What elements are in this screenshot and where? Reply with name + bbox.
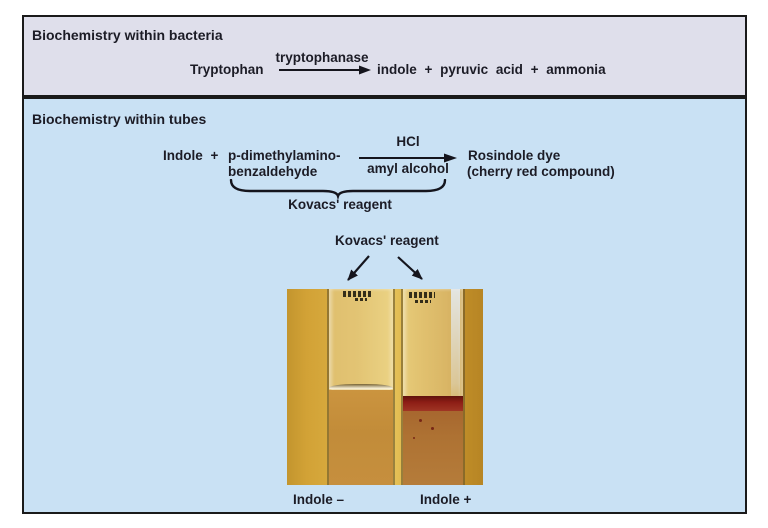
glass-highlight [451, 289, 460, 407]
panel-biochemistry-within-bacteria: Biochemistry within bacteria Tryptophan … [22, 15, 747, 97]
catalyst-amyl-alcohol-label: amyl alcohol [367, 161, 449, 176]
reactant-pdab-line1: p-dimethylamino- [228, 148, 341, 163]
rosindole-dye-ring [403, 396, 463, 411]
reaction-arrow-icon [279, 65, 371, 75]
tube-glass [329, 289, 393, 387]
tube-top-marking [409, 292, 435, 298]
catalyst-hcl-label: HCl [396, 134, 420, 149]
positive-tube-liquid [403, 411, 463, 485]
substrate-label: Tryptophan [190, 62, 264, 77]
enzyme-label: tryptophanase [275, 50, 369, 65]
kovacs-pointer-arrows-icon [347, 255, 423, 281]
positive-tube-label: Indole + [420, 492, 472, 507]
indole-positive-tube [401, 289, 465, 485]
tube-top-marking [343, 291, 373, 297]
tube-top-marking [415, 300, 431, 303]
underbrace-icon [229, 179, 447, 199]
test-tubes-photo [287, 289, 483, 485]
kovacs-reagent-pointer-label: Kovacs' reagent [335, 233, 439, 248]
panel-tubes-title: Biochemistry within tubes [32, 111, 207, 127]
kovacs-reagent-brace-label: Kovacs' reagent [288, 197, 392, 212]
meniscus [329, 384, 393, 392]
negative-tube-liquid [329, 390, 393, 485]
products-label: indole + pyruvic acid + ammonia [377, 62, 606, 77]
reactant-pdab-line2: benzaldehyde [228, 164, 318, 179]
reaction-arrow-icon [359, 153, 457, 163]
product-rosindole-line2: (cherry red compound) [467, 164, 615, 179]
indole-negative-tube [327, 289, 395, 485]
reactant-indole-label: Indole + [163, 148, 219, 163]
negative-tube-label: Indole – [293, 492, 345, 507]
panel-bacteria-title: Biochemistry within bacteria [32, 27, 223, 43]
tube-top-marking [355, 298, 367, 301]
panel-biochemistry-within-tubes: Biochemistry within tubes Indole + p-dim… [22, 97, 747, 514]
product-rosindole-line1: Rosindole dye [468, 148, 561, 163]
